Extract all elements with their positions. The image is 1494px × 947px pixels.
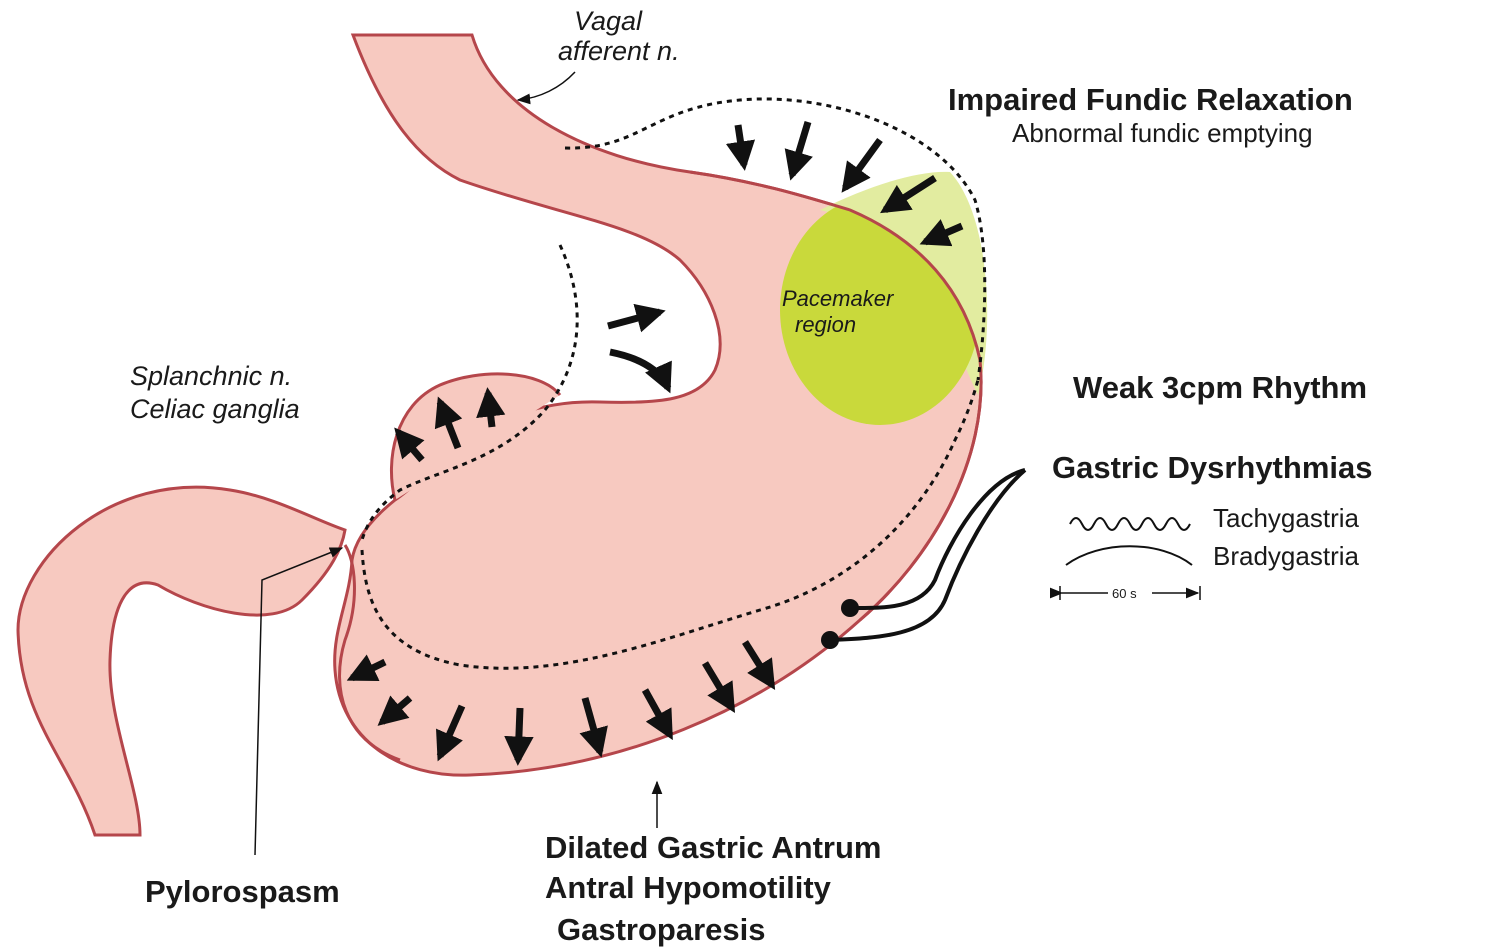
dysrhythmias-title: Gastric Dysrhythmias <box>1052 450 1372 485</box>
bradygastria-wave <box>1066 546 1192 565</box>
antrum-label-line1: Dilated Gastric Antrum <box>545 830 881 865</box>
weak-rhythm-label: Weak 3cpm Rhythm <box>1073 370 1367 405</box>
vagal-label-line1: Vagal <box>574 6 643 36</box>
tachygastria-label: Tachygastria <box>1213 503 1359 533</box>
splanchnic-label-line2: Celiac ganglia <box>130 394 300 424</box>
fundic-subtitle: Abnormal fundic emptying <box>1012 118 1313 148</box>
duodenum <box>18 487 345 835</box>
vagal-label-line2: afferent n. <box>558 36 680 66</box>
electrode-1 <box>841 599 859 617</box>
splanchnic-label-line1: Splanchnic n. <box>130 361 292 391</box>
pacemaker-label-line2: region <box>795 312 856 337</box>
antrum-label-line2: Antral Hypomotility <box>545 870 832 905</box>
vagal-pointer-arrow <box>518 72 575 100</box>
fundic-title: Impaired Fundic Relaxation <box>948 82 1353 117</box>
pylorospasm-label: Pylorospasm <box>145 874 340 909</box>
electrode-2 <box>821 631 839 649</box>
bradygastria-label: Bradygastria <box>1213 541 1359 571</box>
pacemaker-label-line1: Pacemaker <box>782 286 895 311</box>
tachygastria-wave <box>1070 518 1190 530</box>
lesser-curve-arrows <box>608 312 668 388</box>
antrum-label-line3: Gastroparesis <box>557 912 766 947</box>
time-scale-label: 60 s <box>1112 586 1137 601</box>
